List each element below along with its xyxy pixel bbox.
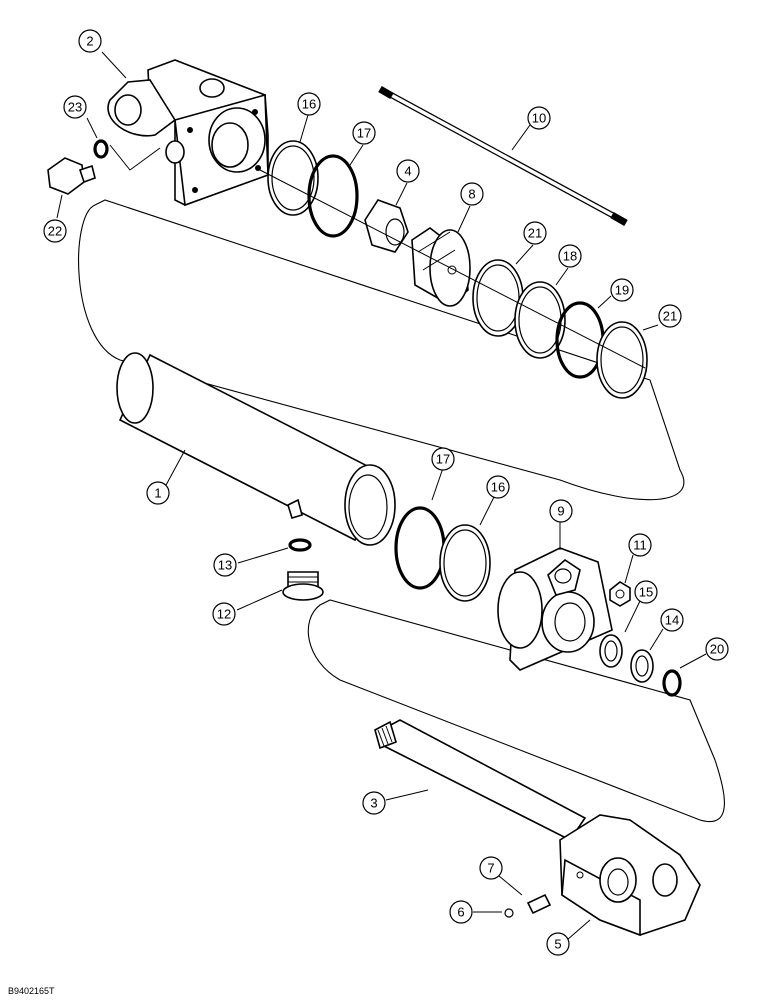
callout-8: 8 [460,182,484,206]
svg-text:16: 16 [302,97,316,112]
svg-text:14: 14 [665,613,679,628]
plug-22 [47,157,96,195]
svg-text:15: 15 [639,585,653,600]
o-ring-17-lower [394,506,446,590]
svg-text:21: 21 [528,226,542,241]
wear-ring-21-b [596,321,648,399]
svg-text:3: 3 [370,796,377,811]
callout-2: 2 [78,29,102,53]
svg-text:22: 22 [48,224,62,239]
callout-16-lower: 16 [486,475,510,499]
svg-text:21: 21 [663,309,677,324]
o-ring-20 [662,669,682,697]
callout-12: 12 [212,602,236,626]
svg-text:18: 18 [563,249,577,264]
svg-text:1: 1 [154,486,161,501]
callout-4: 4 [396,159,420,183]
nut-11 [609,581,631,607]
o-ring-19 [555,301,605,379]
wiper-14 [630,649,654,683]
o-ring-17-upper [307,154,359,238]
callout-1: 1 [146,481,170,505]
callout-23: 23 [63,95,87,119]
lower-group-outline [307,599,725,823]
svg-text:11: 11 [633,538,647,553]
base-end-cap [107,59,269,207]
rod-clevis [559,814,701,937]
rod-end-head [497,547,613,671]
callout-17-upper: 17 [352,121,376,145]
svg-text:4: 4 [404,164,411,179]
piston-nut [364,199,409,253]
svg-text:10: 10 [532,111,546,126]
ball-6 [504,908,514,918]
set-screw-7 [526,893,552,915]
callout-20: 20 [705,637,729,661]
svg-text:17: 17 [436,452,450,467]
callout-19: 19 [610,278,634,302]
fitting-12 [282,571,324,601]
callout-5: 5 [546,932,570,956]
callout-16-upper: 16 [297,92,321,116]
callout-3: 3 [362,791,386,815]
svg-text:6: 6 [457,905,464,920]
callout-21-a: 21 [523,221,547,245]
leader-lines [56,51,707,941]
backup-ring-16-upper [267,140,319,216]
svg-text:12: 12 [217,607,231,622]
svg-text:19: 19 [615,283,629,298]
wear-ring-21-a [472,259,524,337]
piston [411,227,471,307]
callout-13: 13 [213,553,237,577]
piston-rod [374,719,587,842]
callout-9: 9 [549,499,573,523]
o-ring-13 [288,538,312,552]
svg-text:7: 7 [487,861,494,876]
upper-group-outline [78,199,685,501]
callout-22: 22 [43,219,67,243]
cylinder-barrel [116,352,396,546]
svg-text:9: 9 [557,504,564,519]
svg-text:17: 17 [357,126,371,141]
svg-text:5: 5 [554,937,561,952]
callout-17-lower: 17 [431,447,455,471]
callout-14: 14 [660,608,684,632]
seal-18 [514,281,566,359]
svg-text:8: 8 [468,187,475,202]
svg-text:16: 16 [491,480,505,495]
svg-text:20: 20 [710,642,724,657]
svg-text:13: 13 [218,558,232,573]
callout-21-b: 21 [658,304,682,328]
o-ring-23 [93,139,109,159]
tie-rod [378,85,628,227]
callout-18: 18 [558,244,582,268]
seal-15 [599,634,623,668]
callout-6: 6 [449,900,473,924]
svg-text:2: 2 [86,34,93,49]
callout-7: 7 [479,856,503,880]
backup-ring-16-lower [439,524,491,602]
svg-text:23: 23 [68,100,82,115]
figure-code: B9402165T [8,986,55,996]
callout-10: 10 [527,106,551,130]
callout-15: 15 [634,580,658,604]
callout-11: 11 [628,533,652,557]
